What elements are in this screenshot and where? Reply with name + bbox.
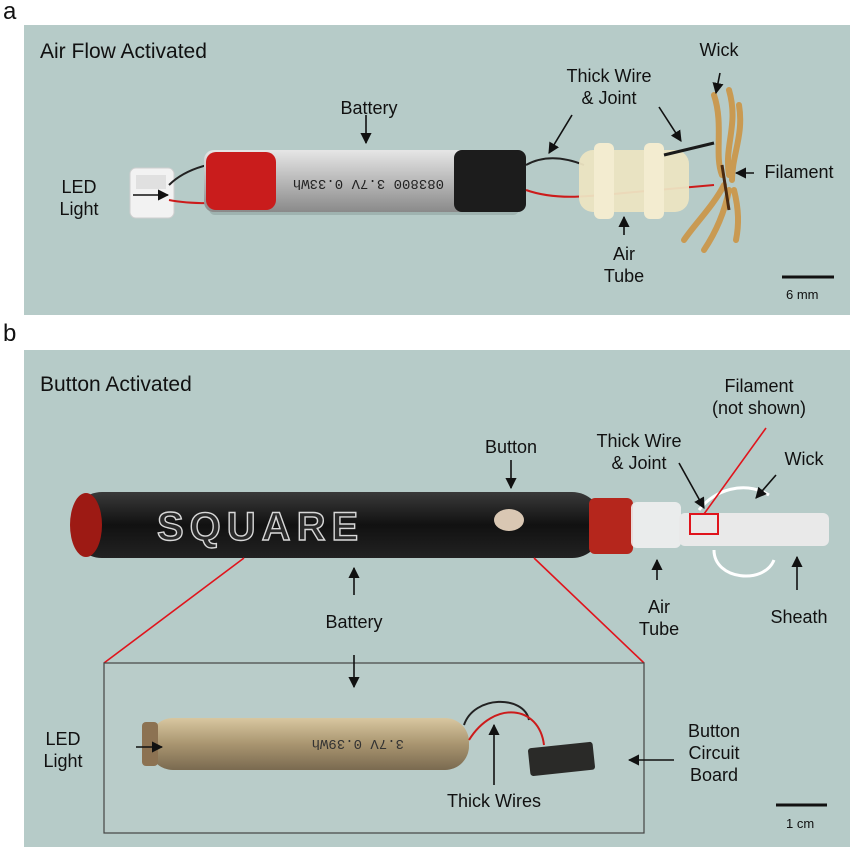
panel-a-letter: a [3, 0, 17, 25]
label-thick-wires: Thick Wires [447, 791, 541, 811]
led-light-b [142, 722, 158, 766]
brand-text: SQUARE [157, 505, 364, 549]
label-led-light-a: LED Light [59, 177, 99, 219]
scale-label-a: 6 mm [786, 287, 819, 302]
label-filament-not-shown: Filament (not shown) [711, 376, 807, 418]
scale-label-b: 1 cm [786, 816, 815, 831]
label-button-circuit-board: Button Circuit Board [687, 721, 741, 785]
label-filament-a: Filament [764, 162, 834, 182]
panel-a-illustration: 083800 3.7V 0.33Wh [129, 72, 834, 279]
label-thick-wire-joint-a: Thick Wire & Joint [566, 66, 652, 108]
panel-b-letter: b [3, 320, 17, 347]
circuit-board [528, 741, 595, 776]
battery-b [149, 718, 469, 770]
panel-b-photo: SQUARE 3.7V 0.39Wh [24, 350, 850, 847]
battery-a [204, 150, 524, 212]
label-air-tube-a: Air Tube [603, 244, 645, 286]
label-thick-wire-joint-b: Thick Wire & Joint [596, 431, 682, 473]
label-battery-a: Battery [340, 98, 398, 118]
air-tube-b [631, 502, 681, 548]
label-battery-b: Battery [325, 612, 383, 632]
ecig-body [72, 492, 602, 558]
label-button-b: Button [484, 437, 538, 457]
wick-a [681, 87, 744, 253]
label-led-light-b: LED Light [43, 729, 83, 771]
label-sheath: Sheath [770, 607, 828, 627]
svg-text:083800 3.7V 0.33Wh: 083800 3.7V 0.33Wh [293, 175, 444, 191]
panel-b-illustration: SQUARE 3.7V 0.39Wh [70, 427, 829, 834]
panel-a-photo: 083800 3.7V 0.33Wh Air Flow Activated [24, 25, 850, 315]
button-b [494, 509, 524, 531]
panel-b-title: Button Activated [40, 373, 192, 396]
svg-text:3.7V 0.39Wh: 3.7V 0.39Wh [312, 735, 404, 751]
panel-a-title: Air Flow Activated [40, 40, 207, 63]
label-wick-a: Wick [699, 40, 739, 60]
label-air-tube-b: Air Tube [638, 597, 680, 639]
sheath [679, 513, 829, 546]
label-wick-b: Wick [784, 449, 824, 469]
